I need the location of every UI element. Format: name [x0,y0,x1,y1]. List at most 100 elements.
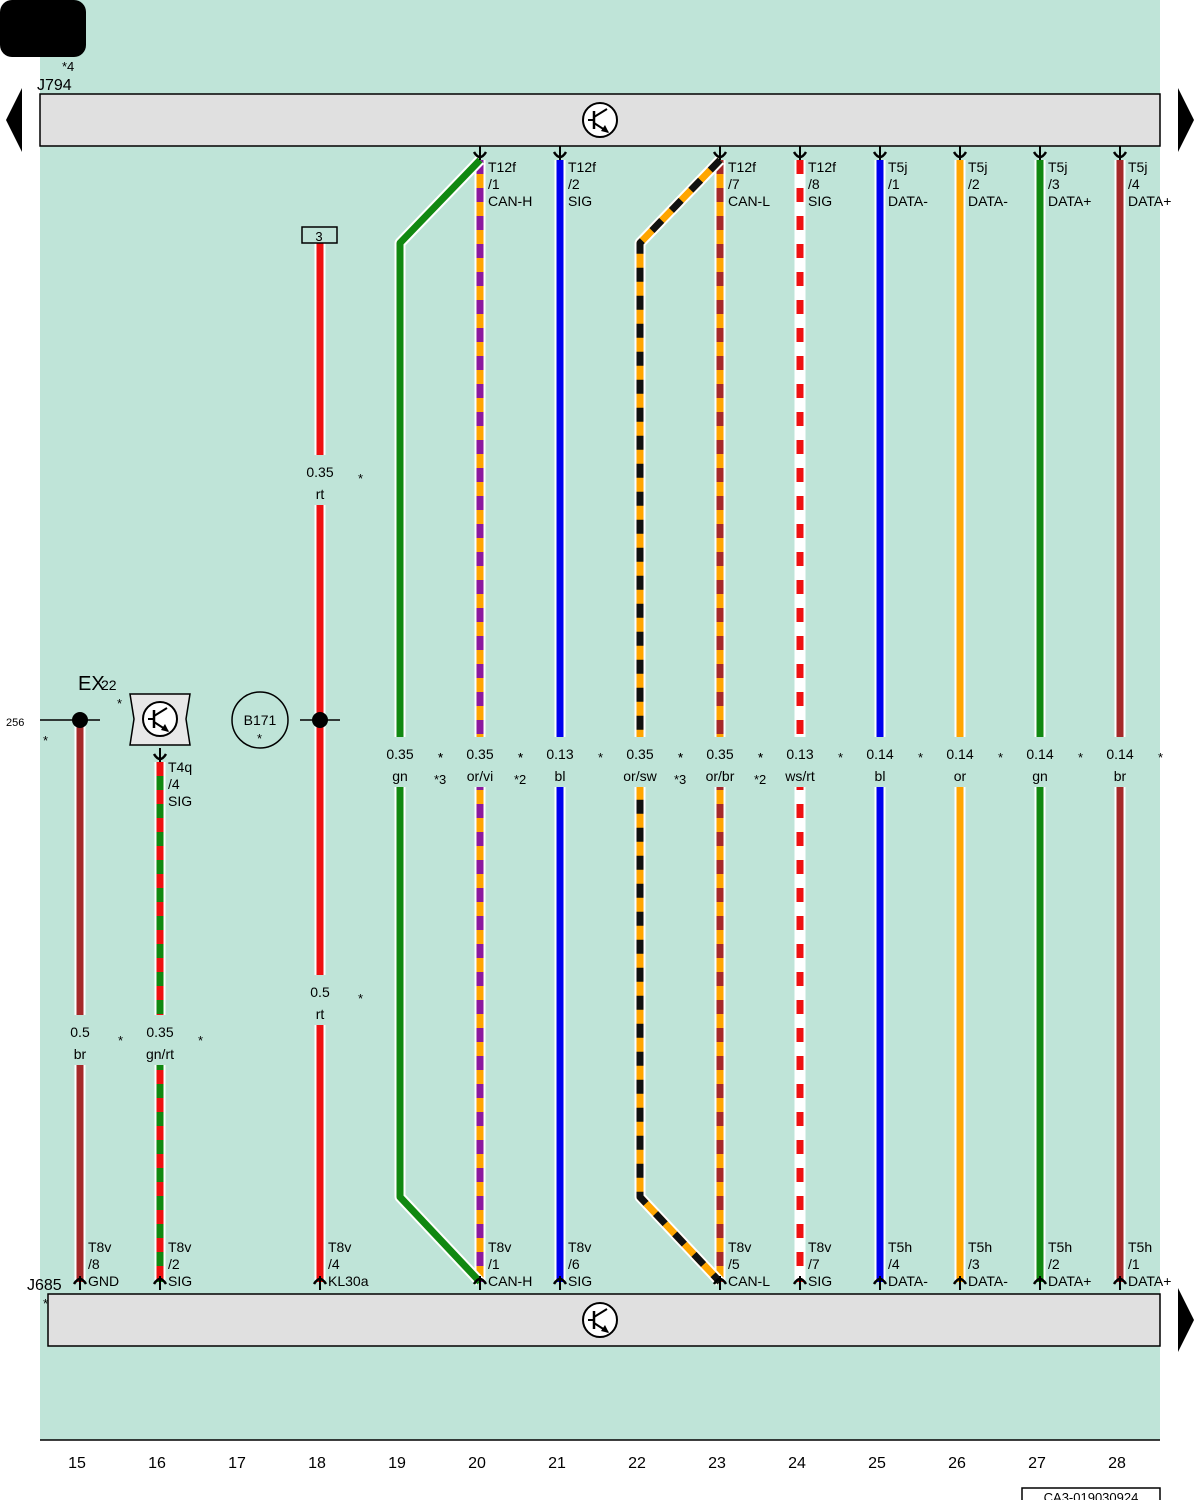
wire-15-bottom-pin-label-line-0: T8v [88,1239,111,1255]
wire-27-top-pin [1032,146,1048,160]
wire-23-bottom-pin [712,1276,728,1290]
wire-16-label-size: 0.35 [146,1024,173,1040]
column-number-23: 23 [708,1455,726,1472]
wire-23-note-star: * [758,750,763,765]
wire-20-label-color: or/vi [467,768,493,784]
wire-28-star: * [1158,750,1163,765]
column-number-20: 20 [468,1455,486,1472]
label-gap [930,737,990,787]
wire-24-bottom-pin-label-line-1: /7 [808,1256,820,1272]
wire-15-bottom-pin-label-line-2: GND [88,1273,119,1289]
diagram-background [40,0,1160,1440]
wire-25-top-pin-label-line-1: /1 [888,176,900,192]
wire-23-top-pin-label-line-1: /7 [728,176,740,192]
symbol-collector [593,1308,608,1318]
wire-25-top-pin-label-line-2: DATA- [888,193,928,209]
ex22-star: * [117,696,122,711]
symbol-collector [593,108,608,118]
wire-18-bottom-pin-label-line-2: KL30a [328,1273,369,1289]
wire-22-star: * [678,750,683,765]
wire-16-star: * [198,1033,203,1048]
wire-23-label-size: 0.35 [706,746,733,762]
wire-15-bottom-pin-label-line-1: /8 [88,1256,100,1272]
wire-19-note: *3 [434,772,446,787]
top-component-name: J794 [37,77,72,94]
wire-28-top-pin-label-line-0: T5j [1128,159,1147,175]
wire-27-bottom-pin-label-line-2: DATA+ [1048,1273,1091,1289]
bottom-component-symbol [582,1302,618,1338]
symbol-circle [582,1302,618,1338]
column-number-22: 22 [628,1455,646,1472]
wire-28-top-pin-label-line-2: DATA+ [1128,193,1171,209]
continue-right-arrow-bottom [1178,1288,1194,1352]
wire-26-top-pin-label-line-0: T5j [968,159,987,175]
doc-id-box [1021,1487,1161,1500]
wire-core [396,157,483,1285]
label-gap [610,737,670,787]
doc-id: CA3-019030924 [1044,1490,1139,1500]
wire-26-top-pin [952,146,968,160]
column-number-24: 24 [788,1455,806,1472]
wire-18-label-upper-color: rt [316,486,325,502]
wire-28-label-color: br [1114,768,1127,784]
label-gap [290,975,350,1025]
wire-26-label-size: 0.14 [946,746,973,762]
page-tab [0,0,86,57]
wire-23-bottom-pin-label-line-1: /5 [728,1256,740,1272]
splice-box-label: 3 [315,229,322,244]
wire-28-bottom-pin-label-line-2: DATA+ [1128,1273,1171,1289]
wire-20-label-size: 0.35 [466,746,493,762]
label-gap [130,1015,190,1065]
wire-18-label-lower-size: 0.5 [310,984,330,1000]
wire-23-top-pin-label-line-2: CAN-L [728,193,770,209]
wire-22 [634,156,725,1286]
wire-18-star-lower: * [358,991,363,1006]
wire-26-top-pin-label-line-2: DATA- [968,193,1008,209]
column-number-19: 19 [388,1455,406,1472]
side-reference-star: * [43,733,48,748]
wire-25-bottom-pin-label-line-0: T5h [888,1239,912,1255]
wire-26-label-color: or [954,768,967,784]
wire-16-bottom-pin [152,1276,168,1290]
symbol-circle [142,701,178,737]
wire-19 [394,156,485,1286]
wire-19-note-star: * [438,750,443,765]
ex22-label: EX [78,673,105,695]
wire-27-star: * [1078,750,1083,765]
wire-21-top-pin [552,146,568,160]
wire-20-note: *2 [514,772,526,787]
wire-23-top-pin-label-line-0: T12f [728,159,756,175]
wire-28-top-pin [1112,146,1128,160]
wire-23-star: * [758,750,763,765]
wire-stripe [636,157,723,1285]
wire-20-bottom-pin-label-line-0: T8v [488,1239,511,1255]
column-number-18: 18 [308,1455,326,1472]
top-component-note: *4 [62,59,74,74]
top-component-symbol [582,102,618,138]
ex22-symbol [142,701,178,737]
wire-21-bottom-pin-label-line-0: T8v [568,1239,591,1255]
bottom-component-name: J685 [27,1277,62,1294]
column-number-28: 28 [1108,1455,1126,1472]
wire-27-bottom-pin [1032,1276,1048,1290]
symbol-collector [153,707,168,717]
wire-16-bottom-pin-label-line-1: /2 [168,1256,180,1272]
wire-24-top-pin [792,146,808,160]
wire-20-note-star: * [518,750,523,765]
ex22-pin-label-line-2: SIG [168,793,192,809]
wire-26-bottom-pin-label-line-2: DATA- [968,1273,1008,1289]
side-reference-label: 256 [6,717,24,729]
wire-18-bottom-pin-label-line-1: /4 [328,1256,340,1272]
label-gap [450,737,510,787]
wire-22-note: *3 [674,772,686,787]
wire-18-label-lower-color: rt [316,1006,325,1022]
wire-23-label-color: or/br [706,768,735,784]
wire-21-bottom-pin-label-line-2: SIG [568,1273,592,1289]
ex22-pin-label-line-0: T4q [168,759,192,775]
wire-21-bottom-pin-label-line-1: /6 [568,1256,580,1272]
b171-circle [231,691,289,749]
wire-26-bottom-pin-label-line-0: T5h [968,1239,992,1255]
wire-20-bottom-pin-label-line-1: /1 [488,1256,500,1272]
